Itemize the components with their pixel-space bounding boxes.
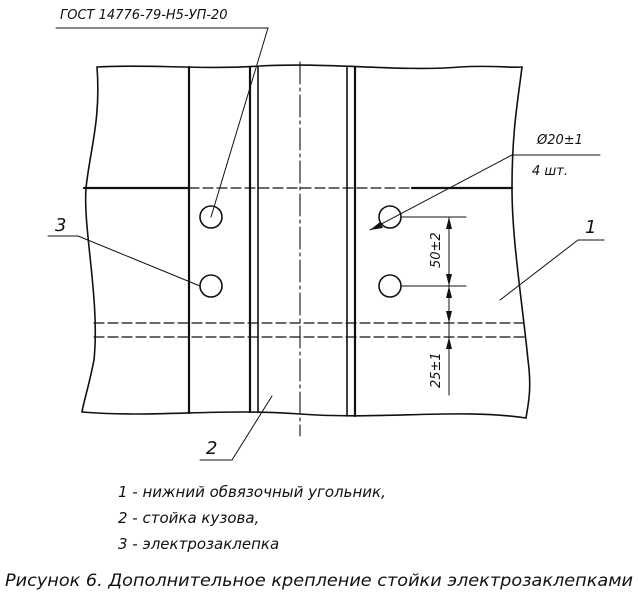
dim-edge-offset-label: 25±1 <box>429 352 444 388</box>
dim-arrow-edge-up <box>446 311 452 323</box>
callout-3-leader <box>77 235 201 287</box>
callout-1-label: 1 <box>585 217 596 238</box>
figure-caption: Рисунок 6. Дополнительное крепление стой… <box>5 571 633 590</box>
hole-leader-arrow <box>370 222 383 230</box>
legend-item-2: 2 - стойка кузова, <box>118 509 259 527</box>
rivet-hole-left-lower <box>199 274 223 298</box>
dim-arrow-mid-up <box>446 274 452 286</box>
legend-item-3: 3 - электрозаклепка <box>118 535 279 553</box>
callout-2-label: 2 <box>206 438 217 459</box>
hole-count-label: 4 шт. <box>532 164 568 179</box>
callout-2-leader <box>231 395 273 461</box>
rivet-hole-right-lower <box>378 274 402 298</box>
callout-1-leader <box>499 239 579 301</box>
standard-leader-line <box>210 27 269 218</box>
plate-right-break-edge <box>511 66 531 419</box>
standard-label: ГОСТ 14776-79-Н5-УП-20 <box>60 8 228 23</box>
dim-arrow-top <box>446 217 452 229</box>
hole-diameter-label: Ø20±1 <box>536 133 583 148</box>
dim-spacing-label: 50±2 <box>429 232 444 268</box>
hole-leader-line <box>369 154 513 231</box>
plate-left-break-edge <box>81 66 99 413</box>
dim-arrow-mid-down <box>446 286 452 298</box>
plate-top-break-edge <box>96 64 523 70</box>
callout-3-label: 3 <box>55 215 66 236</box>
legend-item-1: 1 - нижний обвязочный угольник, <box>118 483 386 501</box>
dim-arrow-edge-down <box>446 337 452 349</box>
rivet-hole-right-upper <box>378 205 402 229</box>
plate-bottom-break-edge <box>81 411 527 419</box>
rivet-hole-left-upper <box>199 205 223 229</box>
